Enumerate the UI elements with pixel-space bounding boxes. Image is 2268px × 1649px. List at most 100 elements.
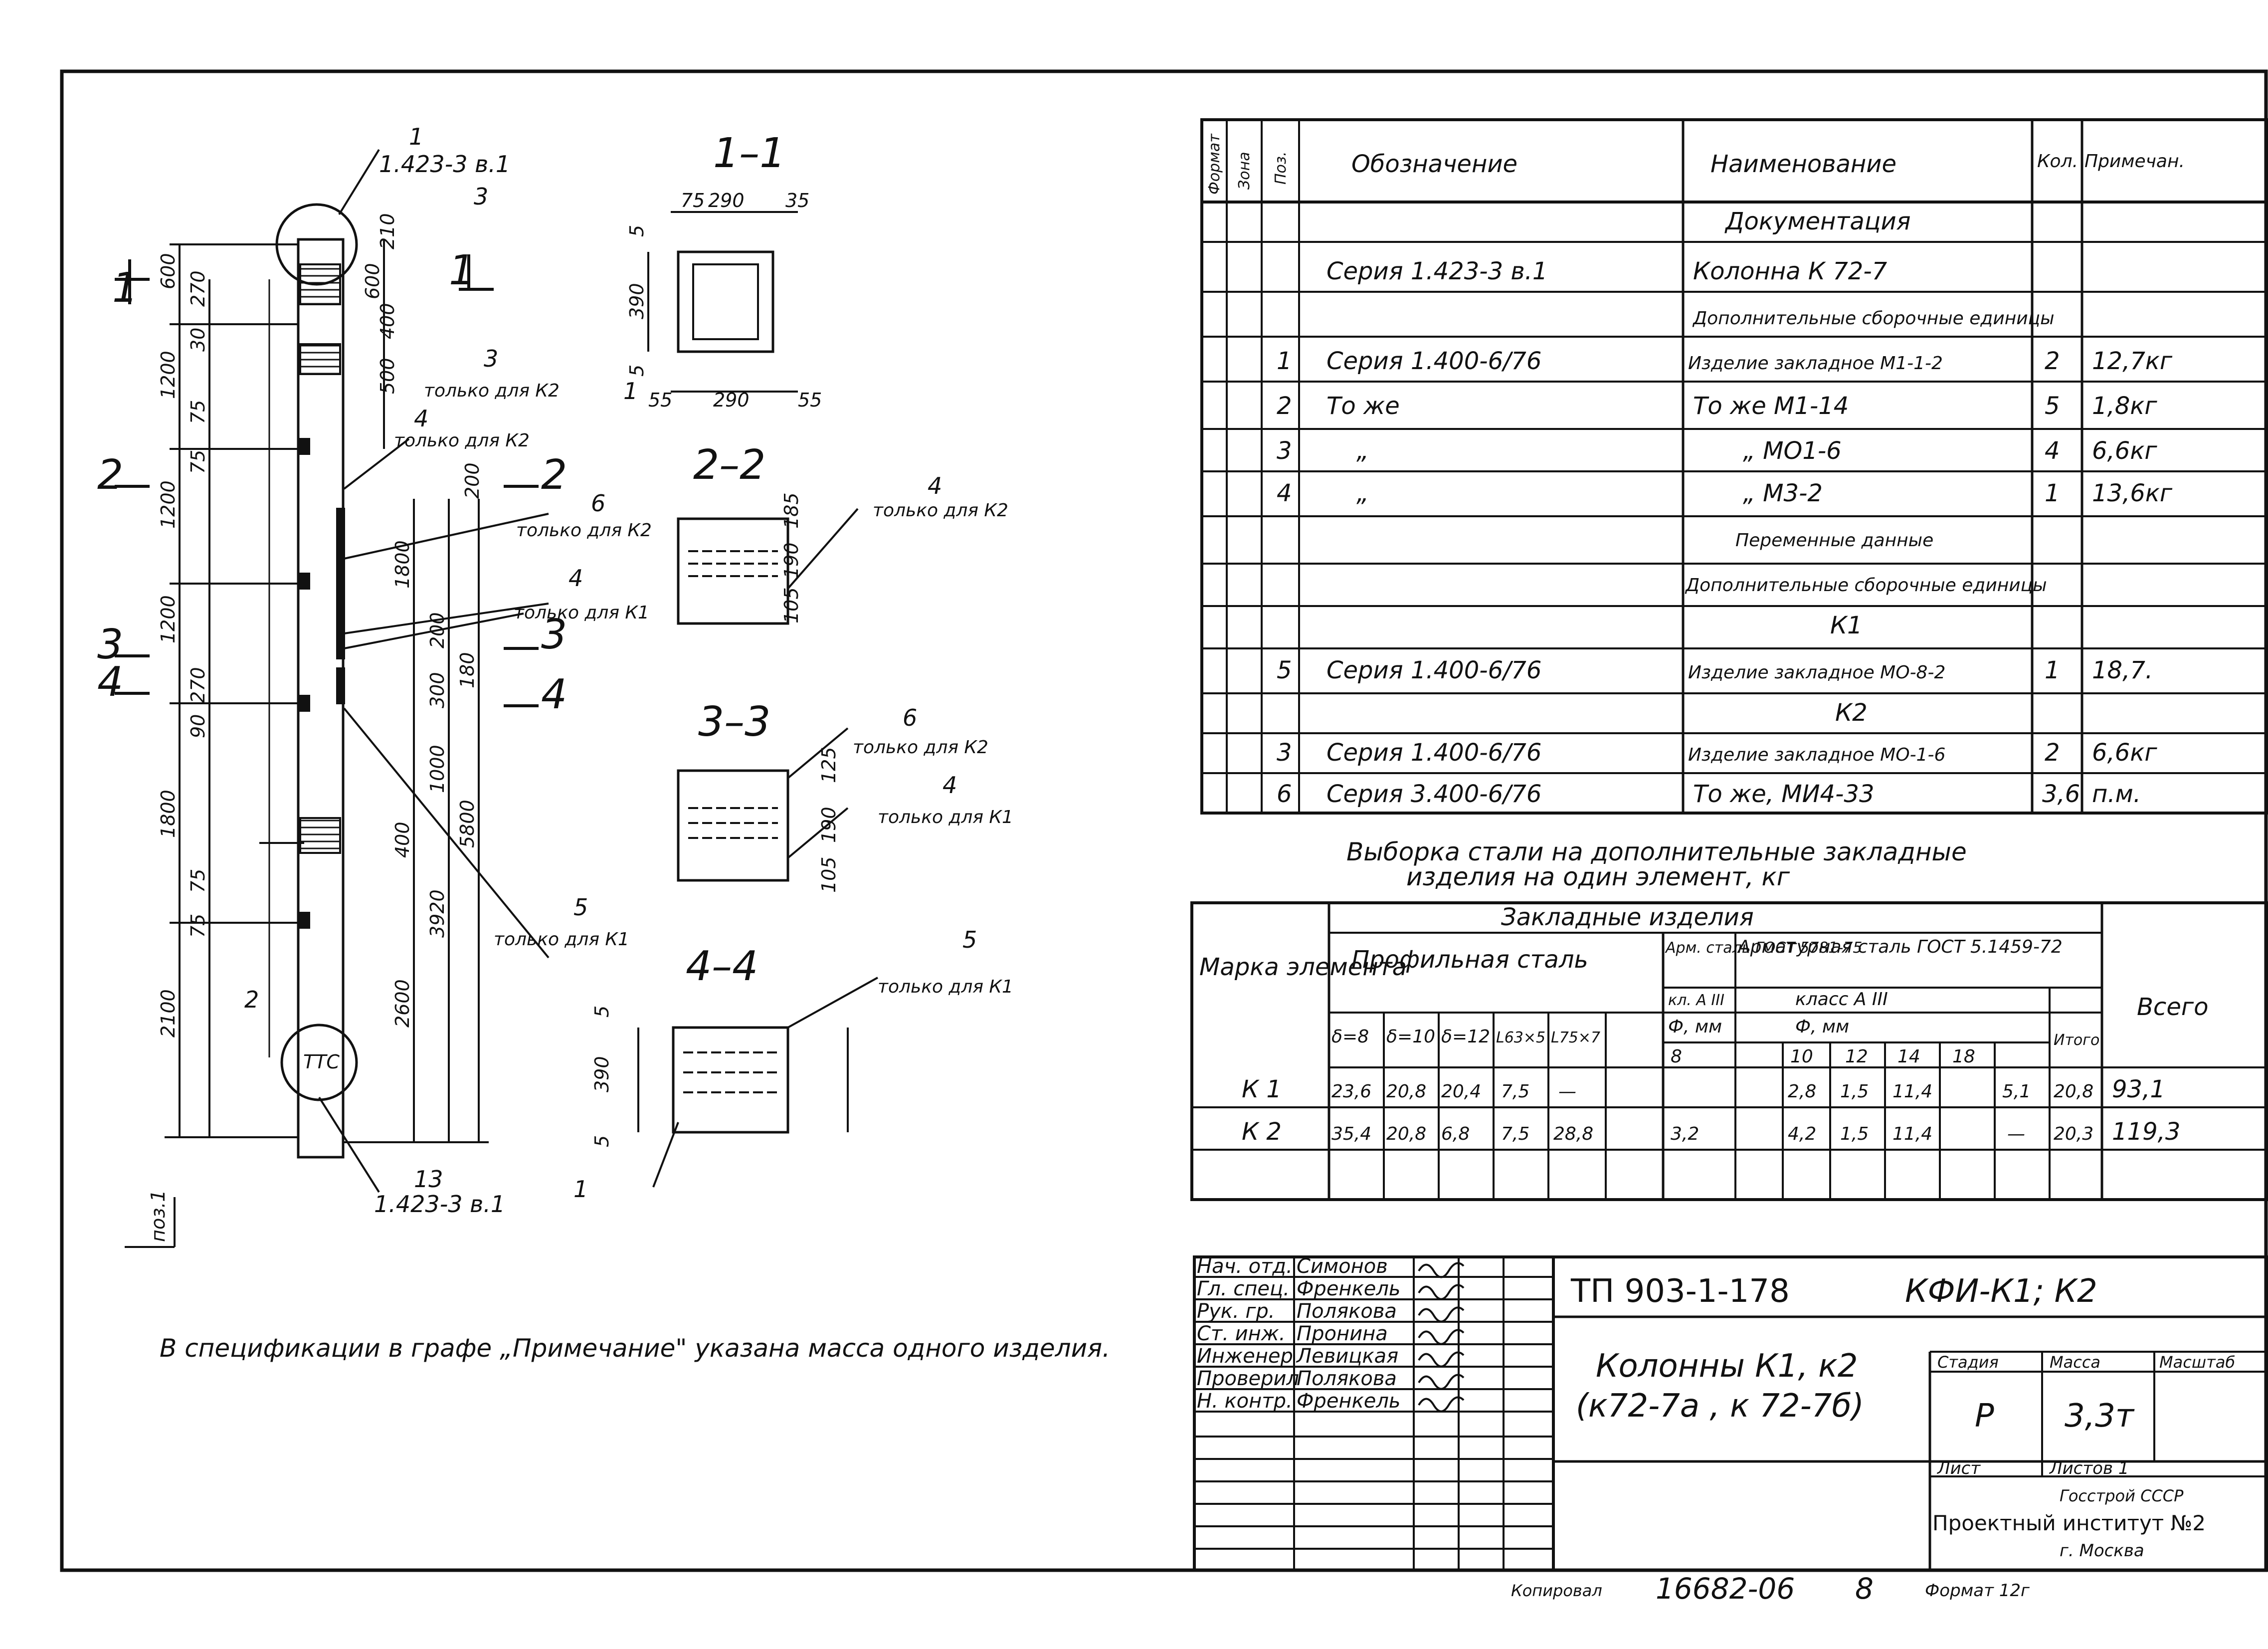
steel-arm2-col: 18	[1952, 1046, 1975, 1067]
section-title-4: 4–4	[686, 943, 758, 990]
steel-h-arm1: Арм. сталь ГОСТ 5781-75	[1665, 939, 1863, 957]
dim-left: 1800	[157, 790, 179, 838]
sec1-dim: 390	[626, 283, 648, 319]
dim-left-inner: 75	[187, 400, 209, 424]
spec-cell-qty: 3,6	[2042, 780, 2080, 808]
sec4-dim: 5	[591, 1135, 613, 1147]
dim-mid: 5800	[456, 800, 478, 848]
section-marker: 3	[97, 621, 123, 668]
sec4-leader: 1	[573, 1176, 588, 1203]
steel-h-class2: класс А III	[1795, 989, 1888, 1010]
dim-mid: 3920	[426, 889, 448, 938]
spec-cell-qty: 4	[2045, 437, 2060, 465]
steel-h-total: Всего	[2137, 993, 2208, 1021]
spec-cell-designation: Серия 1.400-6/76	[1326, 347, 1541, 375]
callout-pos: 3	[484, 345, 498, 372]
steel-cell: 7,5	[1501, 1124, 1529, 1144]
sec1-dim: 5	[626, 365, 648, 377]
spec-cell-designation: Серия 3.400-6/76	[1326, 780, 1541, 808]
section-marker: 2	[541, 451, 567, 499]
sec3-dim: 125	[818, 747, 840, 783]
spec-cell-designation: То же	[1326, 392, 1400, 420]
dim-left-inner: 90	[187, 714, 209, 738]
steel-cell: 28,8	[1553, 1124, 1593, 1144]
spec-cell-name: Дополнительные сборочные единицы	[1685, 575, 2047, 596]
section-title-1: 1–1	[713, 130, 785, 177]
dim-left-inner: 270	[187, 270, 209, 307]
steel-cell: 5,1	[2002, 1081, 2031, 1102]
section-title-2: 2–2	[693, 441, 765, 489]
sec2-note: только для К2	[873, 500, 1008, 521]
spec-cell-designation: Серия 1.400-6/76	[1326, 656, 1541, 684]
sec3-note: только для К1	[878, 807, 1013, 827]
project-code: ТП 903-1-178	[1570, 1273, 1790, 1310]
staff-name: Полякова	[1297, 1300, 1397, 1323]
sec1-dim: 290	[713, 389, 750, 411]
column-elevation	[115, 149, 550, 1248]
sec1-leader: 1	[623, 378, 638, 405]
footer-sheet: 8	[1855, 1572, 1874, 1606]
steel-profile-col: L63×5	[1496, 1029, 1545, 1046]
steel-h-embedded: Закладные изделия	[1501, 903, 1754, 931]
tic-marker: ТТС	[303, 1051, 340, 1073]
pos2-label: 2	[244, 986, 259, 1013]
steel-cell-total: 93,1	[2112, 1075, 2165, 1103]
dim-left-inner: 75	[187, 914, 209, 938]
steel-h-dia2: Ф, мм	[1795, 1017, 1849, 1037]
steel-h-class1: кл. А III	[1668, 992, 1724, 1009]
dim-mid: 600	[362, 263, 383, 299]
spec-cell-note: п.м.	[2092, 780, 2141, 808]
spec-h-format: Формат	[1206, 133, 1223, 195]
steel-cell-subtotal: 20,3	[2054, 1124, 2093, 1144]
org-line3: г. Москва	[2060, 1541, 2144, 1561]
spec-cell-designation: Серия 1.400-6/76	[1326, 739, 1541, 767]
spec-cell-name: „ МО1-6	[1743, 437, 1842, 465]
spec-cell-name: Дополнительные сборочные единицы	[1692, 308, 2055, 329]
steel-arm2-col: 14	[1897, 1046, 1920, 1067]
dim-left: 2100	[157, 989, 179, 1037]
sections	[637, 211, 878, 1188]
section-marker: 1	[449, 247, 475, 294]
spec-cell-note: 6,6кг	[2092, 437, 2157, 465]
sec1-dim: 75	[681, 190, 705, 211]
staff-role: Ст. инж.	[1197, 1322, 1286, 1345]
sec2-dim: 185	[780, 492, 802, 529]
steel-cell: —	[1558, 1081, 1576, 1102]
dim-left-inner: 75	[187, 450, 209, 474]
spec-cell-pos: 3	[1277, 437, 1292, 465]
spec-cell-name: Изделие закладное М1-1-2	[1688, 353, 1943, 374]
spec-cell-note: 12,7кг	[2092, 347, 2173, 375]
spec-cell-pos: 2	[1277, 392, 1292, 420]
steel-table-grid	[1190, 901, 2268, 1201]
footer-number: 16682-06	[1656, 1572, 1795, 1606]
section-title-3: 3–3	[698, 698, 770, 746]
drawing-title-line2: (к72-7а , к 72-7б)	[1576, 1388, 1864, 1425]
staff-name: Полякова	[1297, 1367, 1397, 1390]
sec2-pos: 4	[928, 472, 942, 499]
spec-cell-name: То же, МИ4-33	[1693, 780, 1875, 808]
sec4-dim: 390	[591, 1056, 613, 1092]
dim-mid: 2600	[391, 979, 413, 1028]
spec-cell-designation: „	[1356, 479, 1369, 507]
spec-h-note: Примечан.	[2084, 151, 2185, 172]
steel-cell: 6,8	[1441, 1124, 1470, 1144]
steel-title-line2: изделия на один элемент, кг	[1406, 862, 1790, 891]
top-ref-label: 1.423-3 в.1	[379, 151, 510, 178]
sec4-pos: 5	[962, 926, 977, 953]
sec1-dim: 55	[648, 389, 672, 411]
spec-cell-qty: 2	[2045, 739, 2060, 767]
steel-cell: 20,8	[1386, 1124, 1426, 1144]
dim-mid: 210	[377, 213, 398, 249]
spec-cell-name: К1	[1830, 612, 1863, 639]
dim-left-inner: 75	[187, 869, 209, 893]
spec-cell-pos: 5	[1277, 656, 1292, 684]
sheet-frame	[60, 69, 2268, 1572]
sec3-dim: 190	[818, 807, 840, 843]
spec-cell-name: Изделие закладное МО-1-6	[1688, 745, 1945, 765]
org-line2: Проектный институт №2	[1932, 1511, 2206, 1535]
callout-pos: 5	[573, 894, 588, 921]
steel-cell-mark: К 2	[1242, 1118, 1282, 1146]
steel-cell: 2,8	[1788, 1081, 1816, 1102]
steel-profile-col: L75×7	[1551, 1029, 1600, 1046]
spec-cell-name: Документация	[1724, 207, 1911, 235]
